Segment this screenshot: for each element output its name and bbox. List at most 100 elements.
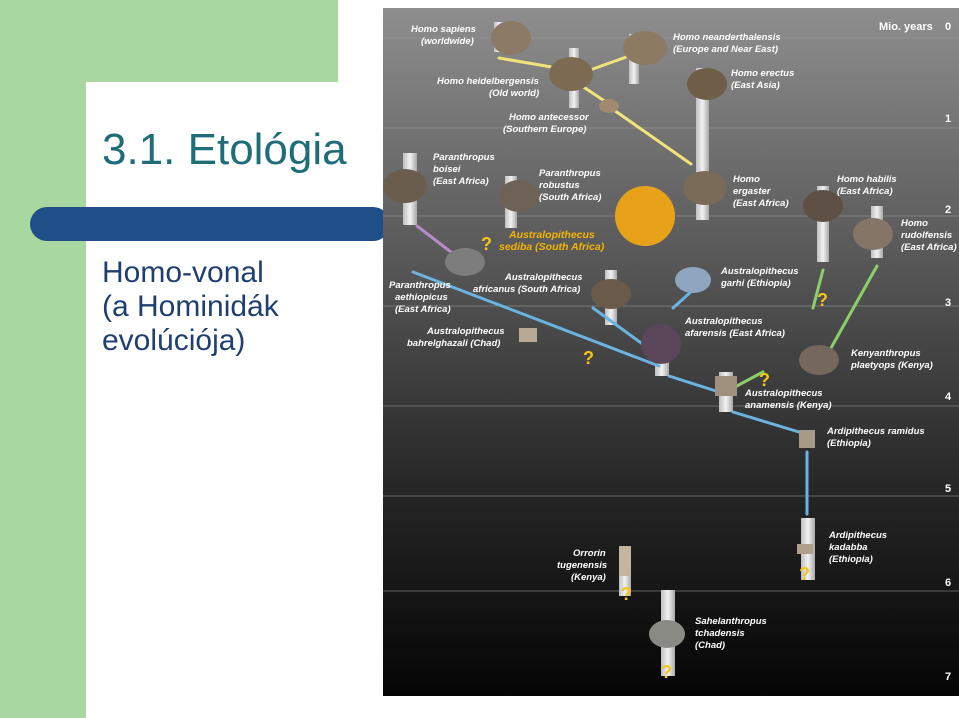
link-aethiopicus-afarensis [411, 270, 661, 368]
label-antecessor-region: (Southern Europe) [503, 124, 586, 135]
label-ramidus-name: Ardipithecus ramidus [826, 426, 925, 437]
time-gridlines [383, 37, 959, 592]
fossil-anamensis-icon [715, 376, 737, 396]
axis-tick-1: 1 [945, 113, 951, 125]
link-platyops-rudolfensis [829, 264, 879, 350]
skull-afarensis-icon [641, 324, 681, 364]
label-heidelbergensis-name: Homo heidelbergensis [437, 76, 539, 87]
hominid-evolution-figure: Mio. years 0 1 2 3 4 5 6 7 [383, 8, 959, 696]
skull-rudolfensis-icon [853, 218, 893, 250]
skull-robustus-icon [499, 180, 539, 212]
skull-sapiens-icon [491, 21, 531, 55]
label-boisei-species: boisei [433, 164, 461, 175]
question-mark-3: ? [817, 290, 828, 310]
label-aethiopicus-genus: Paranthropus [389, 280, 451, 291]
label-sapiens-region: (worldwide) [421, 36, 474, 47]
label-sediba-genus: Australopithecus [508, 229, 595, 241]
axis-tick-0: 0 [945, 21, 951, 33]
fossil-bahrelghazali-icon [519, 328, 537, 342]
label-platyops-species: plaetyops (Kenya) [850, 360, 933, 371]
skull-neanderthalensis-icon [623, 31, 667, 65]
label-kadabba-species: kadabba [829, 542, 868, 553]
label-sapiens-name: Homo sapiens [411, 24, 476, 35]
label-antecessor-name: Homo antecessor [509, 112, 590, 123]
uncertainty-marks: ? ? ? ? ? ? ? [481, 234, 828, 682]
link-boisei-aethiopicus [415, 224, 453, 254]
link-afarensis-anamensis [667, 374, 721, 394]
skull-africanus-icon [591, 279, 631, 309]
label-rudolfensis-region: (East Africa) [901, 242, 957, 253]
label-heidelbergensis-region: (Old world) [489, 88, 539, 99]
label-tugenensis-region: (Kenya) [571, 572, 606, 583]
label-tchadensis-species: tchadensis [695, 628, 745, 639]
label-habilis-region: (East Africa) [837, 186, 893, 197]
label-boisei-region: (East Africa) [433, 176, 489, 187]
axis-tick-3: 3 [945, 297, 951, 309]
axis-tick-2: 2 [945, 204, 951, 216]
label-boisei-genus: Paranthropus [433, 152, 495, 163]
decor-green-left [0, 0, 86, 718]
label-rudolfensis-species: rudolfensis [901, 230, 952, 241]
link-garhi-afarensis [671, 288, 695, 310]
axis-tick-4: 4 [945, 391, 952, 403]
fossil-tugenensis-icon [619, 546, 631, 576]
label-aethiopicus-species: aethiopicus [395, 292, 448, 303]
skull-sediba-icon [615, 186, 675, 246]
label-ramidus-region: (Ethiopia) [827, 438, 871, 449]
label-tchadensis-genus: Sahelanthropus [695, 616, 767, 627]
label-robustus-species: robustus [539, 180, 580, 191]
slide-body: Homo-vonal (a Hominidák evolúciója) [102, 256, 279, 358]
question-mark-2: ? [583, 348, 594, 368]
label-anamensis-species: anamensis (Kenya) [745, 400, 832, 411]
body-line-3: evolúciója) [102, 324, 246, 357]
link-anamensis-ramidus [731, 410, 801, 434]
label-erectus-region: (East Asia) [731, 80, 780, 91]
question-mark-6: ? [621, 584, 632, 604]
label-robustus-genus: Paranthropus [539, 168, 601, 179]
decor-white-corner [86, 82, 206, 202]
link-anamensis-platyops [731, 370, 765, 390]
evolution-tree-svg: Mio. years 0 1 2 3 4 5 6 7 [383, 8, 959, 696]
axis-tick-6: 6 [945, 577, 951, 589]
skull-tchadensis-icon [649, 620, 685, 648]
label-rudolfensis-genus: Homo [901, 218, 928, 229]
axis-tick-5: 5 [945, 483, 951, 495]
question-mark-5: ? [799, 564, 810, 584]
label-neanderthalensis-name: Homo neanderthalensis [673, 32, 781, 43]
question-mark-4: ? [759, 370, 770, 390]
label-platyops-genus: Kenyanthropus [851, 348, 921, 359]
label-aethiopicus-region: (East Africa) [395, 304, 451, 315]
link-platyops-habilis [811, 268, 825, 310]
lineage-links [411, 54, 879, 516]
label-tchadensis-region: (Chad) [695, 640, 725, 651]
fossil-ramidus-icon [799, 430, 815, 448]
fossil-garhi-icon [675, 267, 711, 293]
label-robustus-region: (South Africa) [539, 192, 601, 203]
label-habilis-name: Homo habilis [837, 174, 897, 185]
label-kadabba-region: (Ethiopia) [829, 554, 873, 565]
label-kadabba-genus: Ardipithecus [828, 530, 887, 541]
fossil-skull-icons [383, 21, 893, 648]
question-mark-7: ? [661, 662, 672, 682]
label-afarensis-species: afarensis (East Africa) [685, 328, 785, 339]
label-tugenensis-genus: Orrorin [573, 548, 606, 559]
label-bahrelghazali-species: bahrelghazali (Chad) [407, 338, 500, 349]
skull-heidelbergensis-icon [549, 57, 593, 91]
skull-erectus-icon [687, 68, 727, 100]
question-mark-1: ? [481, 234, 492, 254]
label-sediba-species: sediba (South Africa) [499, 241, 605, 253]
body-line-2: (a Hominidák [102, 290, 279, 323]
skull-habilis-icon [803, 190, 843, 222]
label-erectus-name: Homo erectus [731, 68, 794, 79]
label-ergaster-species: ergaster [733, 186, 772, 197]
axis-title: Mio. years [879, 21, 933, 33]
body-line-1: Homo-vonal [102, 256, 264, 289]
axis-tick-7: 7 [945, 671, 951, 683]
label-garhi-genus: Australopithecus [720, 266, 799, 277]
species-labels: Homo sapiens (worldwide) Homo neandertha… [389, 24, 957, 651]
label-afarensis-genus: Australopithecus [684, 316, 763, 327]
label-bahrelghazali-genus: Australopithecus [426, 326, 505, 337]
skull-boisei-icon [383, 169, 427, 203]
label-africanus-species: africanus (South Africa) [473, 284, 580, 295]
slide-title: 3.1. Etológia [102, 125, 347, 174]
